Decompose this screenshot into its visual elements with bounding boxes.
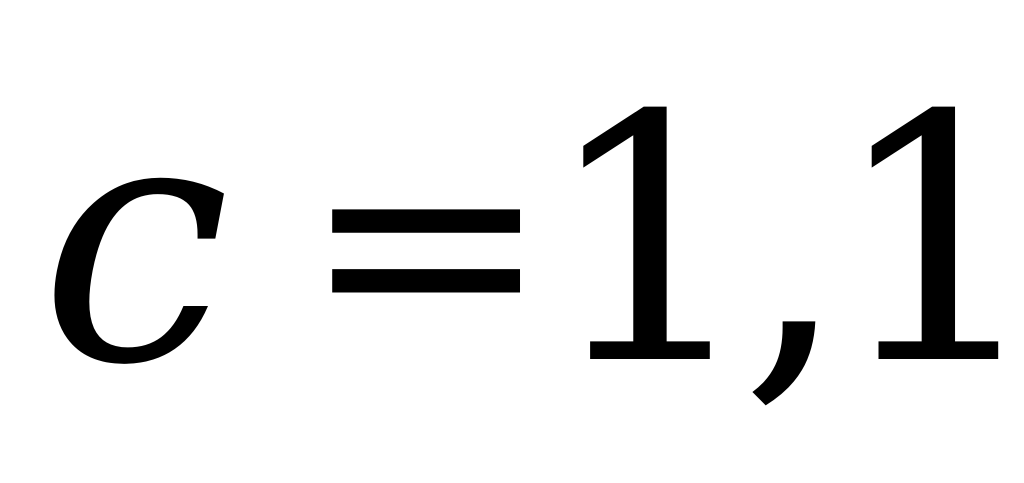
formula-value: 1,1 bbox=[541, 43, 1024, 440]
equals-sign: = bbox=[300, 66, 552, 416]
formula: c = 1,1 bbox=[40, 0, 1024, 483]
formula-variable: c bbox=[40, 43, 231, 440]
